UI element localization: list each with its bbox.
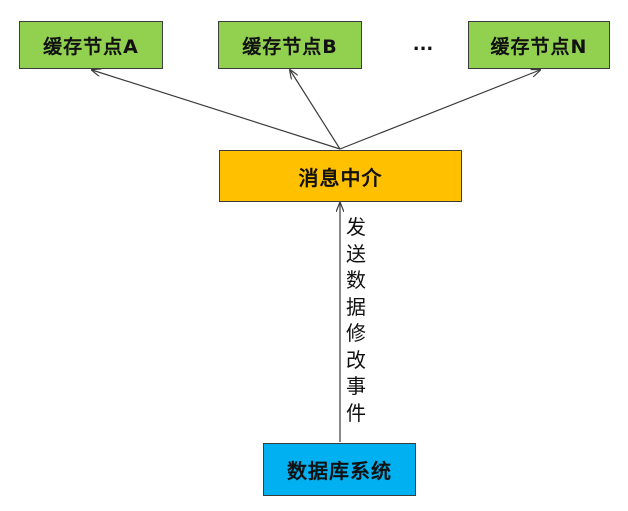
arrow-broker-to-cache-n — [339, 70, 540, 150]
edge-label-char-2: 数 — [346, 268, 366, 292]
cache-node-a: 缓存节点A — [19, 21, 163, 69]
edge-label-char-1: 送 — [346, 241, 366, 266]
edge-label-char-3: 据 — [346, 294, 366, 319]
edge-label-char-0: 发 — [346, 215, 366, 239]
database-system-node: 数据库系统 — [263, 443, 416, 496]
edge-label-char-5: 改 — [346, 347, 366, 372]
edge-label-char-4: 修 — [346, 321, 366, 345]
edge-label-send-modification-event: 发送数据修改事件 — [343, 214, 369, 440]
arrow-broker-to-cache-a — [92, 70, 341, 150]
ellipsis-more-nodes: ... — [412, 34, 434, 55]
cache-node-b: 缓存节点B — [218, 21, 362, 69]
arrow-broker-to-cache-b — [290, 70, 341, 150]
edge-label-char-6: 事 — [346, 374, 366, 398]
message-broker-node: 消息中介 — [219, 150, 462, 202]
edge-label-char-7: 件 — [346, 400, 366, 425]
cache-node-n: 缓存节点N — [468, 21, 610, 69]
